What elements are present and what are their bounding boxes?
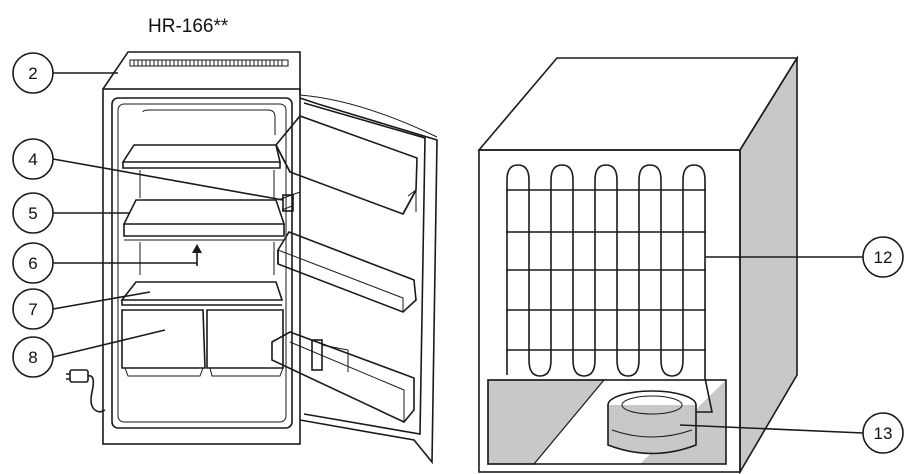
shelf-upper	[121, 144, 282, 169]
crisper-drawers	[121, 309, 284, 377]
svg-text:5: 5	[28, 204, 37, 223]
svg-text:12: 12	[874, 248, 893, 267]
svg-text:6: 6	[28, 254, 37, 273]
callout-12: 12	[705, 236, 904, 278]
svg-text:4: 4	[28, 150, 37, 169]
callout-7: 7	[12, 288, 151, 330]
callout-4: 4	[12, 138, 284, 201]
shelf-middle	[122, 199, 286, 241]
callout-8: 8	[12, 329, 166, 378]
svg-text:7: 7	[28, 300, 37, 319]
fridge-front-view	[66, 51, 438, 465]
callout-6: 6	[12, 242, 197, 284]
callout-5: 5	[12, 192, 130, 234]
open-door	[271, 94, 438, 465]
fridge-rear-view	[477, 55, 799, 474]
compressor	[607, 390, 697, 455]
svg-text:8: 8	[28, 348, 37, 367]
condenser-coil	[506, 164, 713, 413]
top-vent-grille	[129, 59, 289, 67]
svg-text:2: 2	[28, 64, 37, 83]
crisper-cover	[120, 281, 284, 306]
svg-text:13: 13	[874, 424, 893, 443]
power-plug	[66, 369, 106, 413]
callout-13: 13	[679, 412, 904, 454]
callout-2: 2	[12, 52, 118, 94]
model-label: HR-166**	[148, 16, 229, 37]
